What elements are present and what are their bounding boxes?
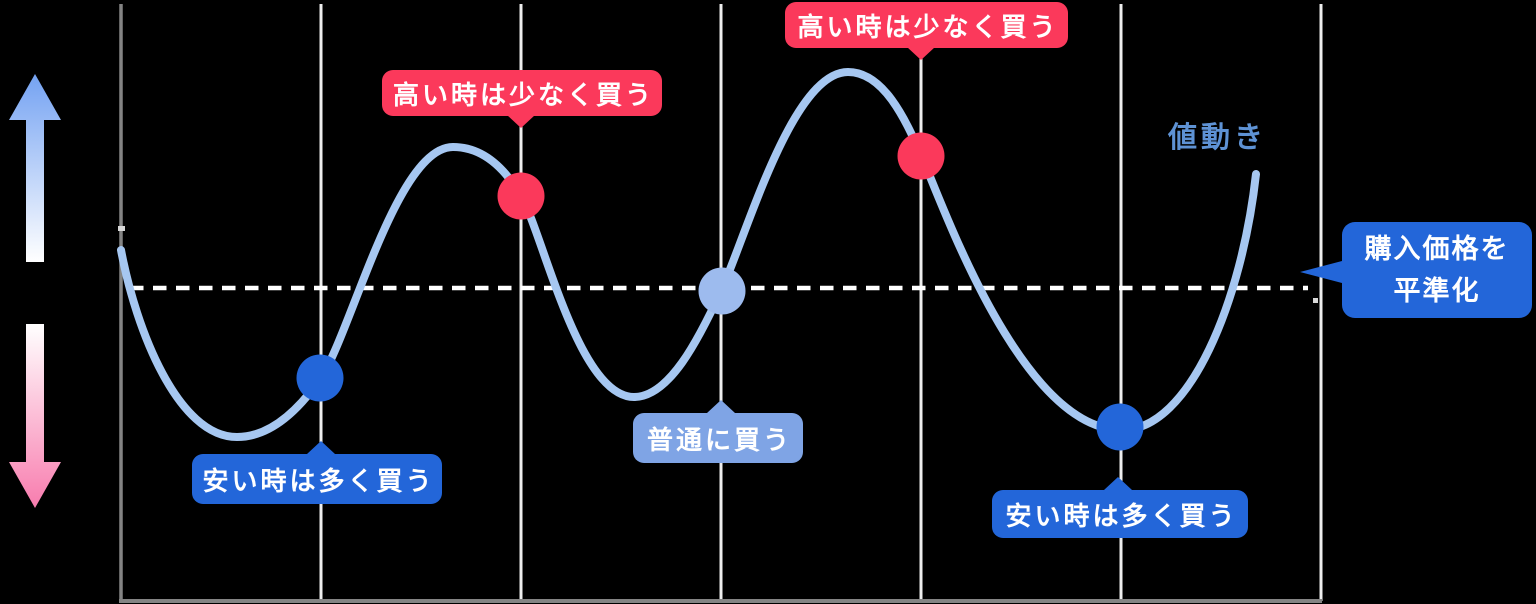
callout-buy-normally: 普通に買う bbox=[633, 400, 803, 463]
average-box-line2: 平準化 bbox=[1393, 276, 1481, 306]
callout-buy-less-when-high-1: 高い時は少なく買う bbox=[382, 70, 662, 128]
callout-tail-up bbox=[307, 441, 335, 454]
axis-tick bbox=[118, 226, 125, 231]
callout-text: 普通に買う bbox=[646, 424, 792, 455]
average-purchase-price-box: 購入価格を 平準化 bbox=[1300, 222, 1532, 318]
callout-buy-more-when-low-1: 安い時は多く買う bbox=[192, 441, 442, 504]
callout-tail-up bbox=[707, 400, 735, 413]
marker-buy-normal-1 bbox=[698, 267, 746, 315]
price-down-arrow-icon bbox=[9, 324, 61, 508]
marker-buy-more-2 bbox=[1096, 403, 1144, 451]
callout-buy-less-when-high-2: 高い時は少なく買う bbox=[785, 2, 1068, 60]
average-box-line1: 購入価格を bbox=[1364, 234, 1510, 264]
price-curve bbox=[117, 67, 1260, 442]
marker-buy-more-1 bbox=[296, 354, 344, 402]
marker-buy-less-2 bbox=[897, 132, 945, 180]
callout-tail-down bbox=[907, 47, 935, 60]
axis-tick bbox=[1313, 298, 1318, 303]
average-box-arrow-left bbox=[1300, 261, 1342, 283]
callout-text: 高い時は少なく買う bbox=[392, 79, 654, 110]
callout-text: 安い時は多く買う bbox=[202, 465, 435, 496]
callout-text: 高い時は少なく買う bbox=[797, 11, 1059, 42]
callout-buy-more-when-low-2: 安い時は多く買う bbox=[992, 477, 1248, 538]
callout-text: 安い時は多く買う bbox=[1005, 500, 1238, 531]
price-up-arrow-icon bbox=[9, 74, 61, 262]
price-movement-label: 値動き bbox=[1168, 122, 1268, 154]
callout-tail-down bbox=[507, 115, 535, 128]
callout-tail-up bbox=[1104, 477, 1132, 490]
marker-buy-less-1 bbox=[497, 172, 545, 220]
